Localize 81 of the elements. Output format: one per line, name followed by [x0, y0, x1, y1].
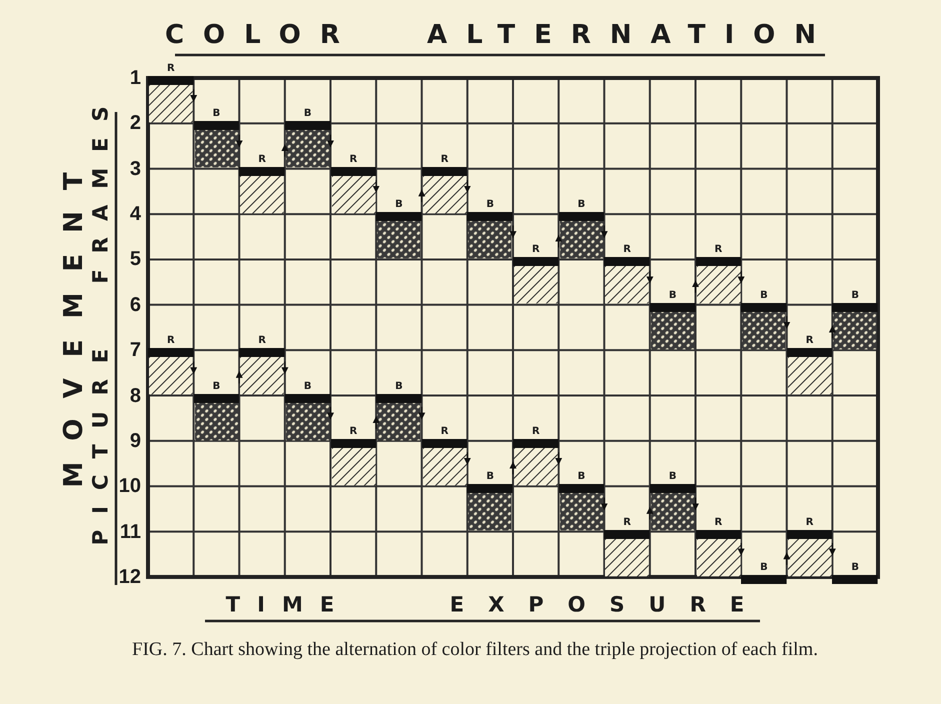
filter-letter: R	[622, 245, 632, 256]
frame-number: 5	[130, 249, 141, 270]
arrow	[738, 542, 745, 556]
filter-letter: B	[485, 200, 495, 210]
axis-title: TIME	[224, 594, 352, 616]
filter-letter: R	[348, 154, 358, 165]
filter-letter: R	[257, 336, 267, 346]
frame-number: 6	[130, 294, 141, 315]
arrow	[692, 498, 699, 510]
filter-letter: R	[713, 518, 724, 528]
frame-number: 10	[118, 476, 141, 496]
filter-letter: R	[622, 518, 632, 528]
axis-title: MOVEMENT	[61, 151, 87, 490]
frame-number: 7	[130, 340, 141, 360]
filter-letter: B	[576, 472, 586, 482]
filter-letter: R	[348, 426, 358, 437]
filter-letter: R	[440, 154, 450, 165]
arrow	[738, 270, 745, 284]
filter-letter: R	[257, 154, 267, 165]
filter-letter: B	[212, 382, 222, 392]
filter-letter: R	[713, 245, 724, 256]
filter-letter: B	[394, 382, 404, 392]
arrow	[783, 552, 790, 565]
frame-number: 3	[130, 158, 141, 179]
arrow	[281, 144, 288, 157]
arrow	[372, 180, 380, 193]
frame-number: 1	[130, 68, 141, 88]
filter-letter: B	[302, 109, 312, 120]
frame-number: 8	[130, 386, 141, 406]
axis-title: FRAMES	[90, 90, 112, 286]
arrow	[236, 370, 243, 384]
arrow	[510, 225, 516, 238]
filter-letter: B	[668, 290, 678, 301]
filter-letter: B	[759, 290, 769, 301]
arrow	[828, 325, 836, 338]
arrow	[190, 362, 198, 374]
arrow	[783, 316, 790, 329]
frame-number: 2	[130, 113, 141, 134]
arrow	[646, 270, 654, 284]
filter-letter: B	[302, 382, 312, 392]
arrow	[828, 542, 836, 556]
arrow	[555, 452, 562, 465]
filter-letter: R	[804, 336, 814, 346]
arrow	[692, 280, 699, 293]
filter-letter: R	[804, 518, 814, 528]
filter-letter: B	[850, 562, 860, 573]
frame-number: 11	[120, 522, 141, 542]
figure-caption: FIG. 7. Chart showing the alternation of color filters and the triple projection of each film.	[131, 638, 819, 661]
arrow	[281, 362, 288, 374]
filter-letter: B	[759, 562, 769, 573]
frame-number: 9	[130, 430, 141, 451]
arrow	[600, 498, 608, 510]
frame-number: 4	[130, 204, 141, 224]
arrow	[600, 225, 608, 238]
filter-letter: R	[166, 336, 176, 346]
arrow	[236, 134, 243, 148]
axis-title: EXPOSURE	[448, 594, 768, 616]
filter-letter: B	[668, 472, 678, 482]
filter-letter: R	[440, 426, 450, 437]
arrow	[327, 406, 334, 420]
filter-letter: R	[166, 64, 176, 74]
arrow	[418, 406, 426, 420]
arrow	[555, 234, 562, 248]
filter-letter: R	[530, 245, 541, 256]
filter-letter: B	[485, 472, 495, 482]
arrow	[510, 462, 516, 474]
arrow	[372, 416, 380, 429]
chart-title: COLOR ALTERNATION	[164, 22, 836, 48]
filter-letter: R	[530, 426, 541, 437]
filter-letter: B	[394, 200, 404, 210]
filter-letter: B	[850, 290, 860, 301]
arrow	[418, 189, 426, 202]
arrow	[327, 134, 334, 148]
frame-number: 12	[118, 566, 141, 587]
filter-letter: B	[576, 200, 586, 210]
arrow	[646, 506, 654, 520]
filter-letter: B	[212, 109, 222, 120]
arrow	[190, 89, 198, 102]
arrow	[464, 452, 471, 465]
arrow	[464, 180, 471, 193]
axis-title: PICTURE	[90, 332, 112, 548]
